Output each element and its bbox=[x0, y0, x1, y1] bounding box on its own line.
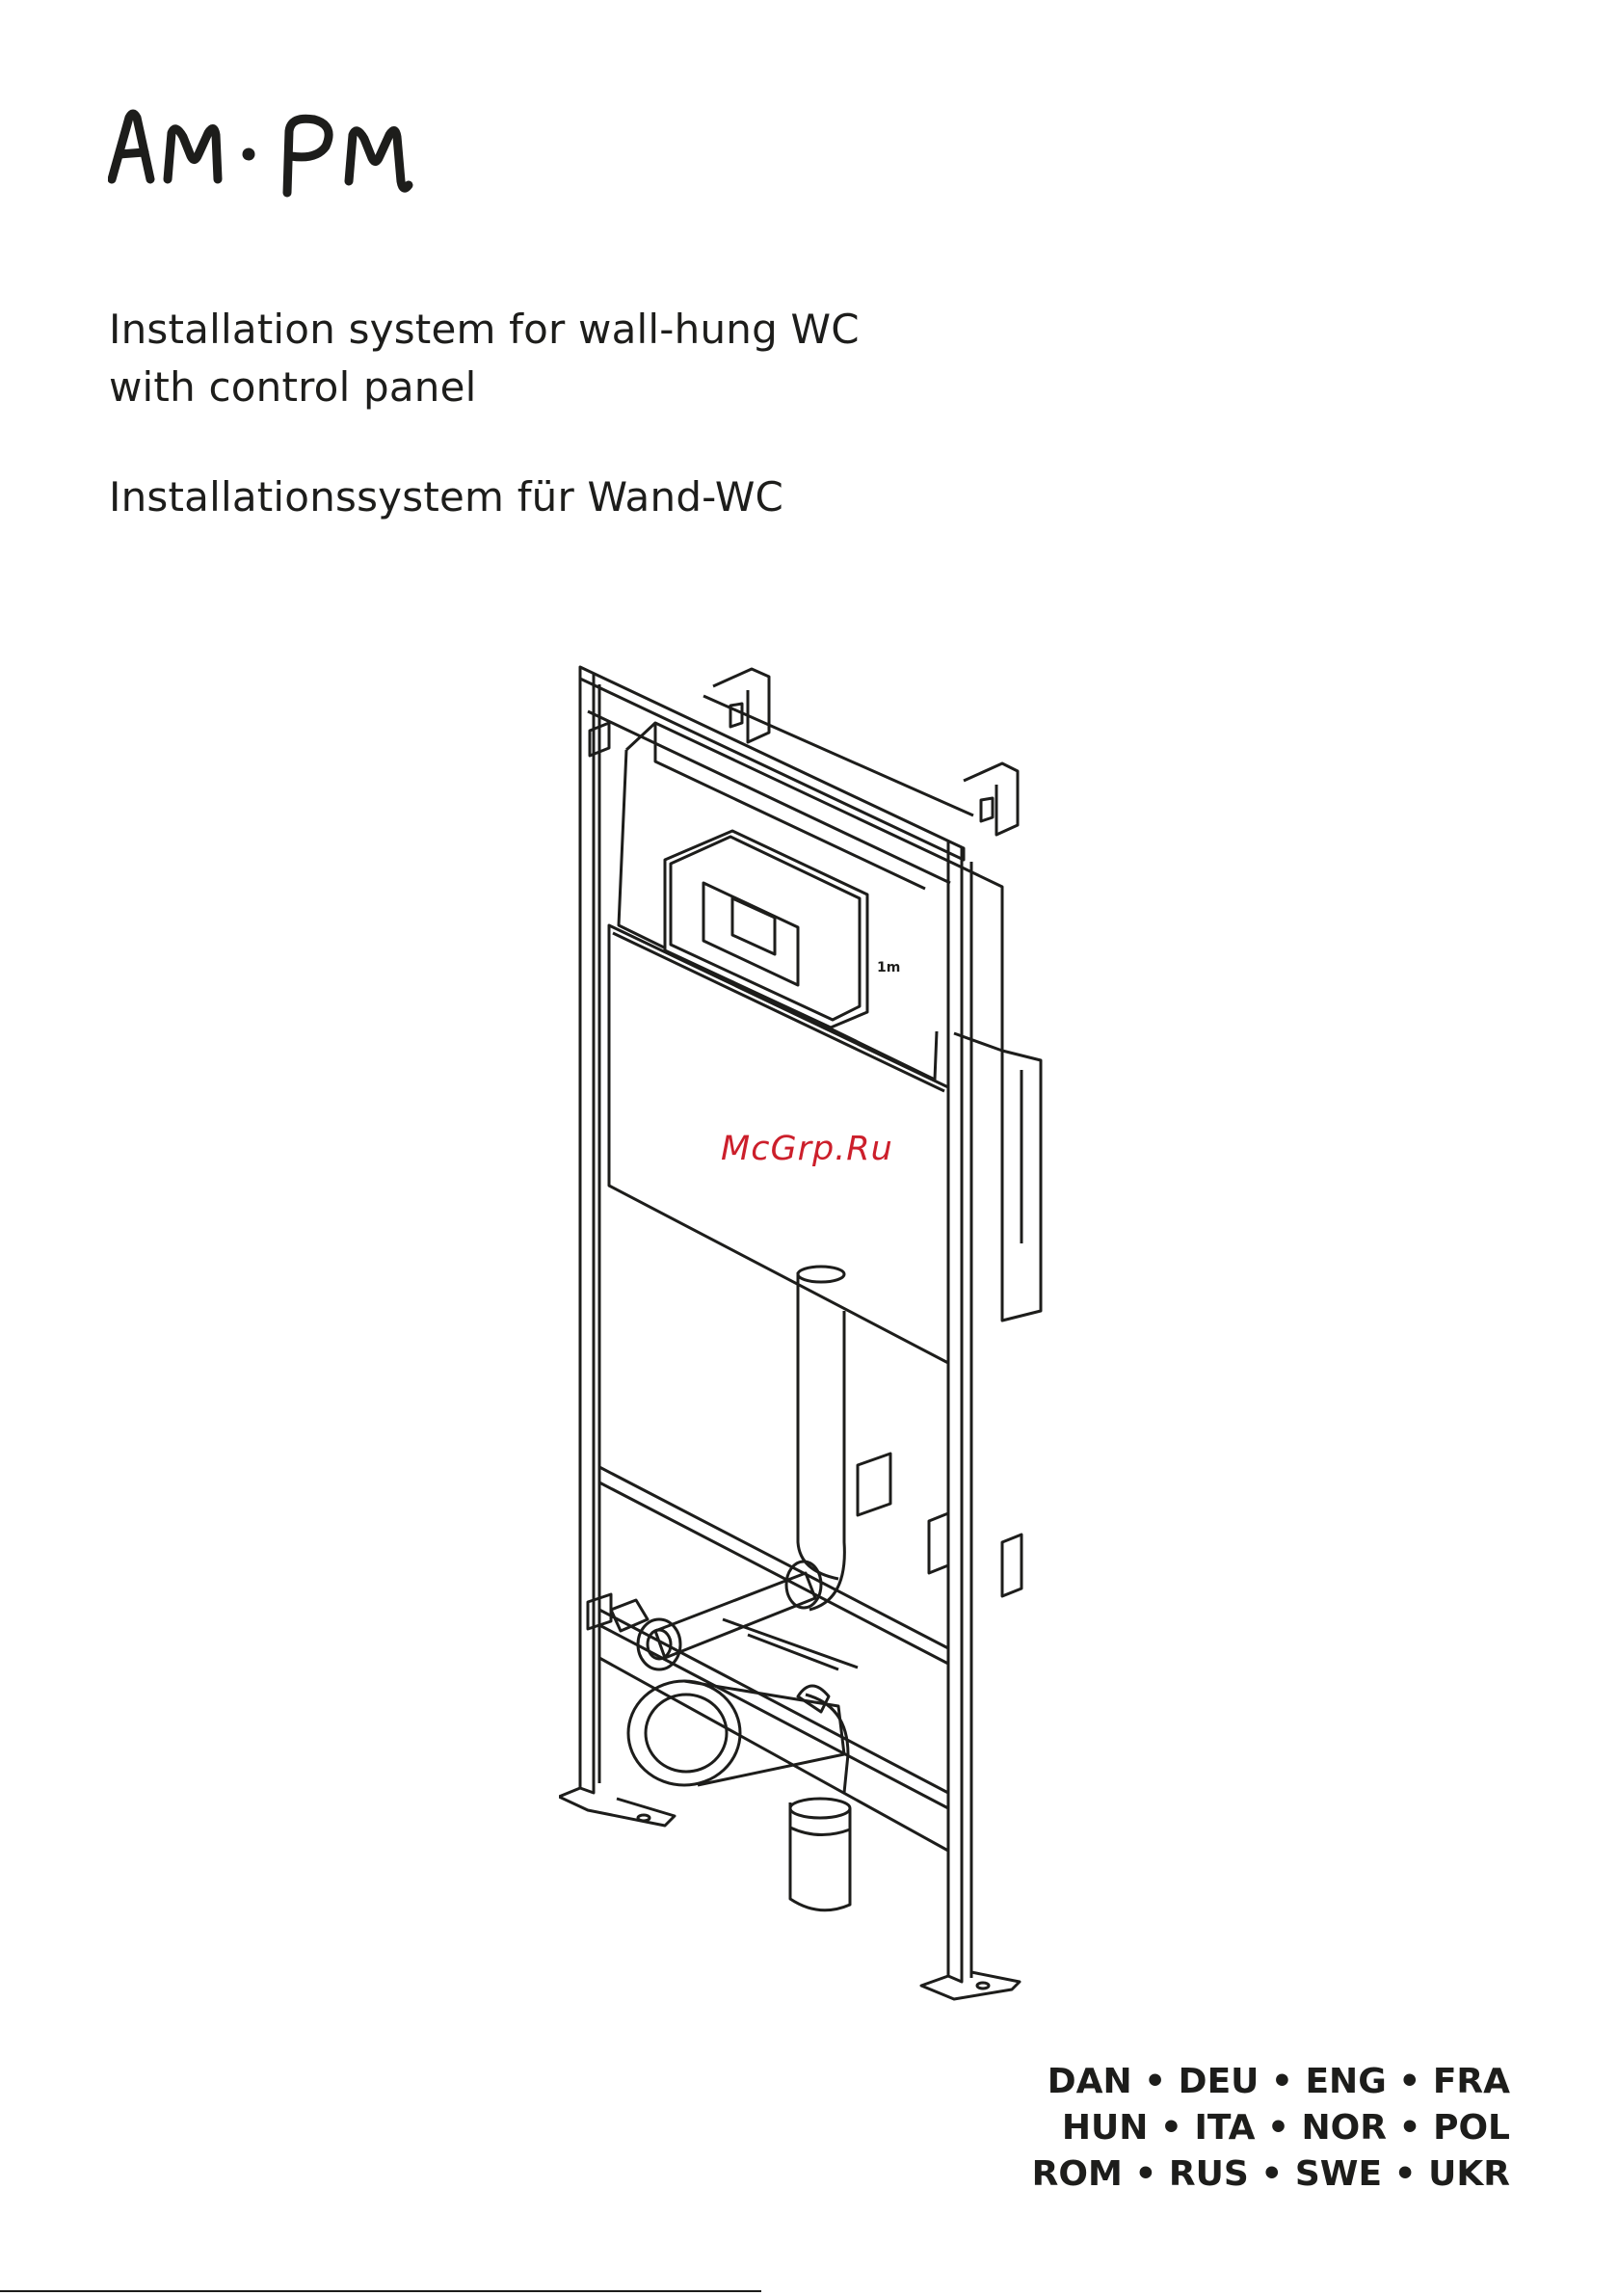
brand-logo bbox=[108, 104, 474, 200]
title-en-line-1: Installation system for wall-hung WC bbox=[109, 301, 860, 359]
language-line-3: ROM • RUS • SWE • UKR bbox=[1032, 2151, 1510, 2198]
installation-frame-illustration: 1m bbox=[559, 646, 1060, 2015]
footer-rule bbox=[0, 2290, 761, 2292]
title-de-line-1: Installationssystem für Wand-WC bbox=[109, 468, 860, 526]
title-en-line-2: with control panel bbox=[109, 359, 860, 416]
label-1m: 1m bbox=[877, 960, 900, 975]
watermark: McGrp.Ru bbox=[721, 1130, 893, 1168]
language-line-2: HUN • ITA • NOR • POL bbox=[1032, 2105, 1510, 2151]
title-block: Installation system for wall-hung WC wit… bbox=[109, 301, 860, 526]
language-list: DAN • DEU • ENG • FRA HUN • ITA • NOR • … bbox=[1032, 2059, 1510, 2198]
language-line-1: DAN • DEU • ENG • FRA bbox=[1032, 2059, 1510, 2105]
